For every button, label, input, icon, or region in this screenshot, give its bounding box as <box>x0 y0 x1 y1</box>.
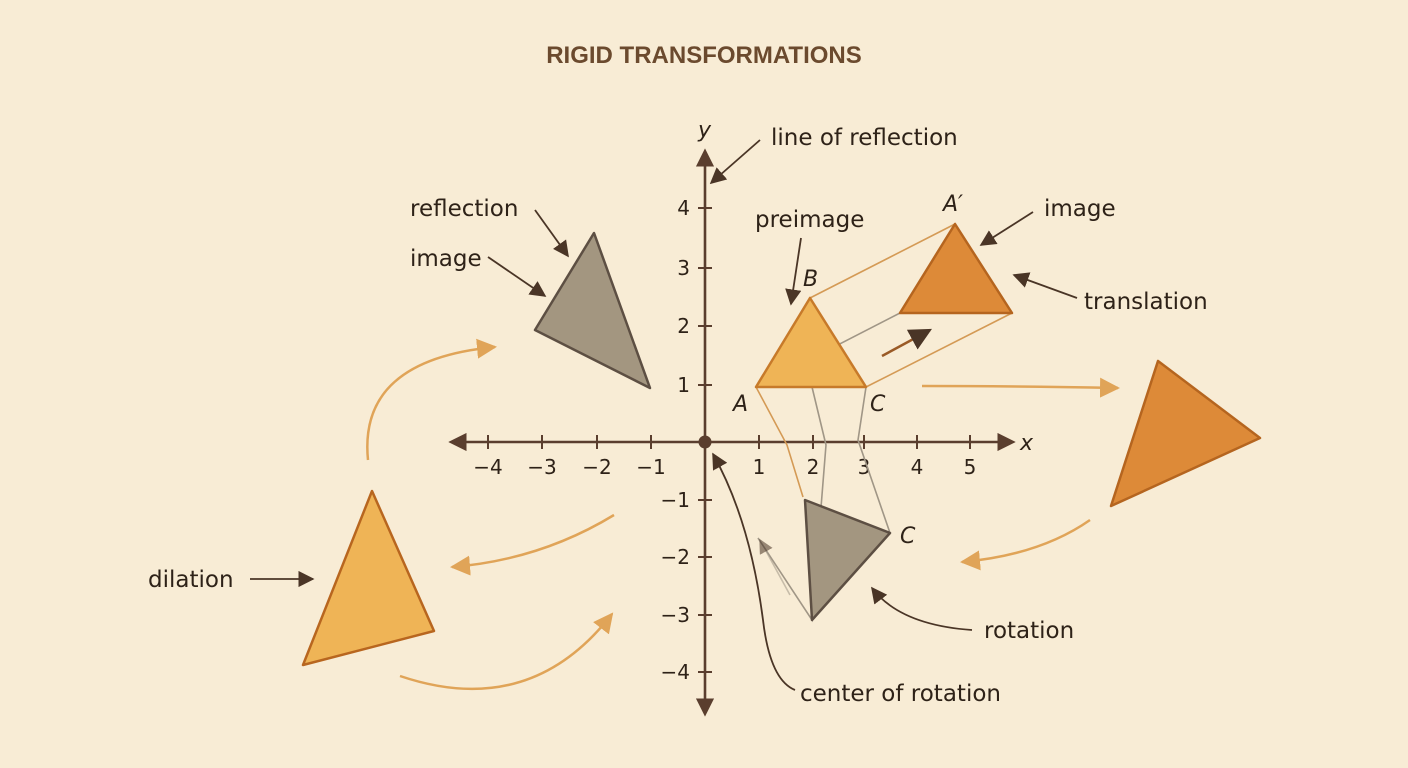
rotation-image-triangle <box>803 498 892 622</box>
coordinate-axes: x y −4 −3 −2 −1 1 2 3 4 5 4 3 2 1 −1 <box>448 118 1034 717</box>
x-tick-label: −4 <box>473 455 502 479</box>
rotation-direction-arrow <box>759 538 791 596</box>
rotated-vertex-c-label: C <box>900 524 916 549</box>
x-tick-label: 5 <box>964 455 977 479</box>
reflection-pointer <box>534 209 569 258</box>
y-axis-label: y <box>697 118 712 143</box>
y-tick-label: 1 <box>677 373 690 397</box>
vertex-a-label: A <box>731 392 748 417</box>
x-tick-label: −3 <box>527 455 556 479</box>
translation-direction-arrow <box>881 328 932 358</box>
translation-image-pointer <box>979 211 1034 246</box>
dilation-image-triangle <box>301 489 436 667</box>
rotation-pointer <box>871 586 973 631</box>
vertex-c-label: C <box>870 392 886 417</box>
translation-trace-line <box>865 312 1013 388</box>
y-tick-label: −4 <box>661 660 690 684</box>
translation-trace-line <box>809 223 956 299</box>
curved-arrow-lower-right <box>960 518 1091 571</box>
translation-label: translation <box>1084 289 1208 315</box>
x-tick-label: 2 <box>807 455 820 479</box>
curved-arrow-lower-left <box>399 612 614 691</box>
line-of-reflection-label: line of reflection <box>771 125 958 151</box>
origin-point <box>698 435 712 449</box>
arrow-right <box>921 377 1120 398</box>
reflection-label: reflection <box>410 196 518 222</box>
vertex-b-label: B <box>803 267 818 292</box>
rotation-trace-line <box>857 386 891 534</box>
right-image-triangle <box>1109 359 1262 508</box>
dilation-label: dilation <box>148 567 234 593</box>
curved-arrow-left <box>450 513 615 576</box>
y-tick-label: −1 <box>661 488 690 512</box>
reflection-image-label: image <box>410 246 482 272</box>
vertex-a-prime-label: A′ <box>941 192 963 217</box>
reflection-image-pointer <box>487 256 547 297</box>
x-tick-label: −2 <box>582 455 611 479</box>
preimage-label: preimage <box>755 207 864 233</box>
center-of-rotation-pointer <box>712 452 796 691</box>
curved-arrow-upper-left <box>366 338 497 461</box>
rotation-trace-line <box>755 386 804 498</box>
center-of-rotation-label: center of rotation <box>800 681 1001 707</box>
translation-pointer <box>1012 272 1078 299</box>
preimage-pointer <box>785 237 802 306</box>
translation-image-label: image <box>1044 196 1116 222</box>
y-tick-label: 2 <box>677 314 690 338</box>
y-tick-label: −2 <box>661 545 690 569</box>
x-tick-label: 3 <box>858 455 871 479</box>
y-tick-label: −3 <box>661 603 690 627</box>
x-tick-label: 1 <box>753 455 766 479</box>
translation-image-triangle <box>898 222 1014 315</box>
y-tick-label: 3 <box>677 256 690 280</box>
x-axis-label: x <box>1019 431 1034 456</box>
rotation-label: rotation <box>984 618 1074 644</box>
reflection-image-triangle <box>533 231 652 390</box>
diagram-title: RIGID TRANSFORMATIONS <box>546 42 862 69</box>
x-tick-label: −1 <box>636 455 665 479</box>
x-tick-label: 4 <box>911 455 924 479</box>
preimage-triangle <box>754 296 868 389</box>
y-tick-label: 4 <box>677 196 690 220</box>
line-of-reflection-pointer <box>709 139 761 185</box>
